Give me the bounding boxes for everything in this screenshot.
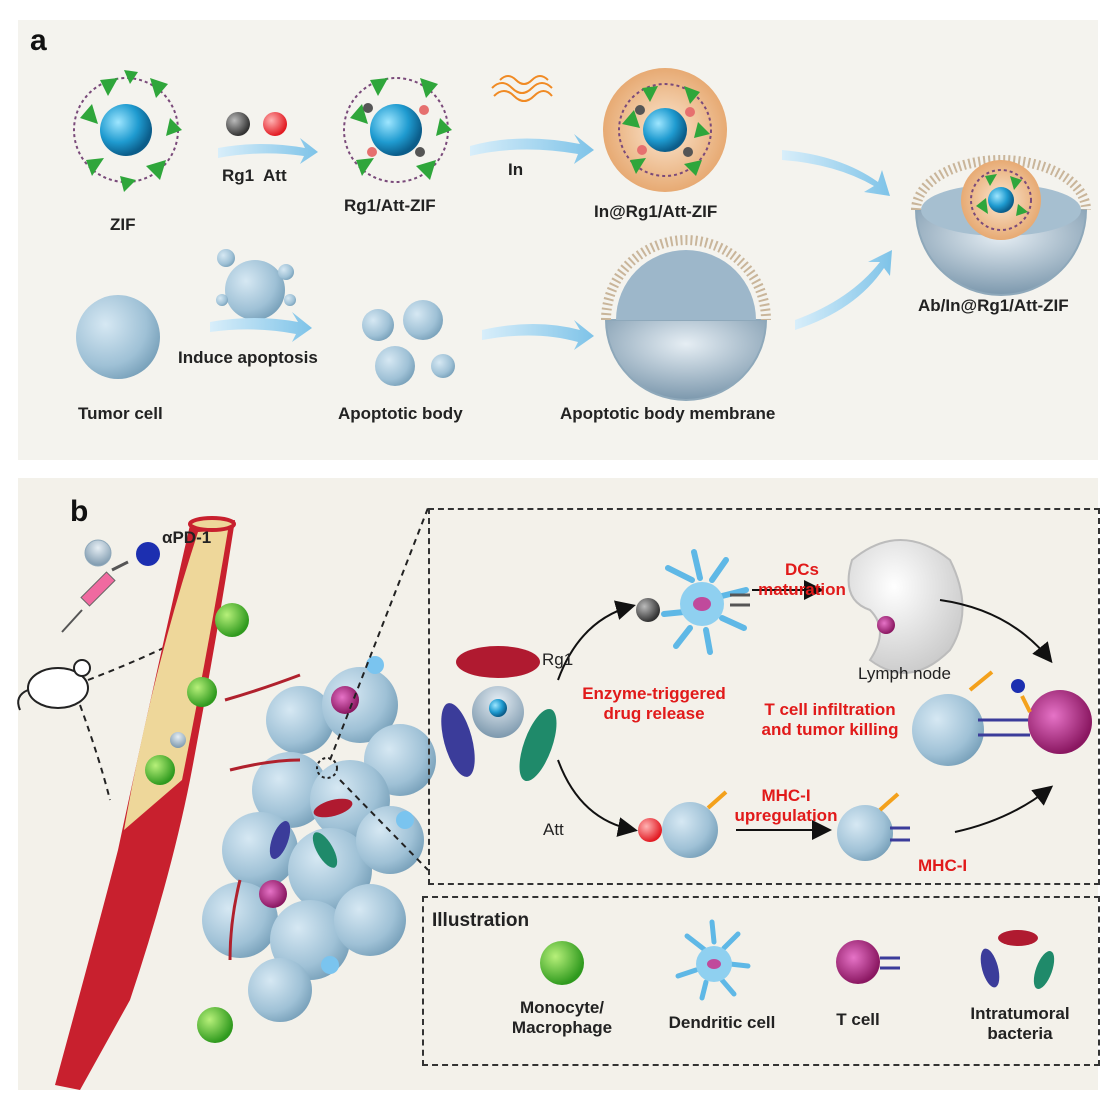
apoptosis-blebbing-icon (216, 249, 296, 320)
tumor-cell-label: Tumor cell (78, 404, 163, 423)
monocyte-line1: Monocyte/ (519, 998, 605, 1017)
legend-tcell-icon (836, 940, 880, 984)
legend-dendritic-icon (675, 919, 751, 1001)
att-sphere-icon (263, 112, 287, 136)
in-polymer-icon (491, 75, 553, 102)
bacteria-particle-cluster-icon (441, 646, 557, 782)
monocyte-line2: Macrophage (511, 1018, 613, 1037)
att-pathway-label: Att (543, 820, 564, 839)
arrow-4-icon (795, 250, 892, 330)
legend-bacteria-label: Intratumoral bacteria (960, 1004, 1080, 1044)
illustration-box (422, 896, 1100, 1066)
apoptotic-body-label: Apoptotic body (338, 404, 463, 423)
syringe-icon (61, 560, 129, 633)
arrow-2-icon (470, 134, 594, 164)
panel-a (18, 20, 1098, 460)
tumor-cell-icon (76, 295, 160, 379)
induce-apoptosis-label: Induce apoptosis (178, 348, 318, 367)
arrow-1-icon (218, 138, 318, 164)
enzyme-release-label: Enzyme-triggered drug release (564, 684, 744, 724)
in-rg1-att-zif-icon (603, 68, 727, 192)
tumor-cell-killing-icon (912, 694, 984, 766)
mouse-icon (17, 659, 91, 711)
bacteria-line2: bacteria (987, 1024, 1053, 1043)
tumor-mass-icon (197, 656, 436, 1043)
t-cell-killing-icon (1028, 690, 1092, 754)
mhc-line1: MHC-I (761, 786, 811, 805)
rg1-sphere-icon (226, 112, 250, 136)
rg1-pathway-label: Rg1 (542, 650, 574, 669)
zif-label: ZIF (110, 215, 136, 234)
monocytes-in-vessel-icon (145, 603, 249, 785)
lymph-node-icon (847, 539, 964, 674)
apoptotic-body-membrane-icon (601, 235, 771, 401)
mechanism-box (428, 508, 1100, 885)
enzyme-line2: drug release (603, 704, 705, 723)
att-sphere-icon-b (638, 818, 662, 842)
legend-bacteria-icon (980, 930, 1055, 989)
mhc-line2: upregulation (734, 806, 838, 825)
blood-vessel-icon (55, 516, 236, 1090)
final-particle-label: Ab/In@Rg1/Att-ZIF (918, 296, 1069, 315)
tcell-line2: and tumor killing (761, 720, 899, 739)
legend-tcell-label: T cell (836, 1010, 880, 1029)
apoptotic-bodies-icon (362, 300, 455, 386)
panel-b-label: b (70, 495, 89, 528)
ab-in-rg1-att-zif-icon (911, 155, 1091, 296)
dendritic-cell-icon (661, 549, 749, 655)
rg1-att-zif-label: Rg1/Att-ZIF (344, 196, 436, 215)
apd1-antibody-icon (136, 542, 160, 566)
zif-framework-icon (73, 70, 182, 192)
dcs-maturation-label: DCs maturation (752, 560, 852, 600)
dcs-line2: maturation (758, 580, 846, 599)
legend-dendritic-label: Dendritic cell (668, 1013, 776, 1032)
rg1-sphere-icon-b (636, 598, 660, 622)
dcs-line1: DCs (784, 560, 819, 579)
arrow-6-icon (482, 320, 594, 350)
mhc-label: MHC-I (918, 856, 968, 875)
arrow-3-icon (782, 150, 890, 196)
rg1-label: Rg1 (222, 166, 255, 185)
legend-title: Illustration (432, 910, 530, 931)
apoptotic-body-membrane-label: Apoptotic body membrane (560, 404, 776, 423)
lymph-node-label: Lymph node (858, 664, 951, 683)
in-label: In (508, 160, 524, 179)
tcell-line1: T cell infiltration (764, 700, 896, 719)
panel-a-label: a (30, 24, 47, 57)
legend-monocyte-icon (540, 941, 584, 985)
mhc-upregulation-label: MHC-I upregulation (724, 786, 848, 826)
enzyme-line1: Enzyme-triggered (582, 684, 726, 703)
tumor-cell-mhc-2-icon (837, 805, 893, 861)
att-label: Att (263, 166, 287, 185)
rg1-att-zif-icon (343, 77, 452, 183)
tcell-infiltration-label: T cell infiltration and tumor killing (746, 700, 914, 740)
tumor-cell-mhc-1-icon (662, 802, 718, 858)
legend-monocyte-label: Monocyte/ Macrophage (502, 998, 622, 1038)
arrow-5-icon (210, 312, 312, 342)
bacteria-line1: Intratumoral (970, 1004, 1070, 1023)
apd1-label: αPD-1 (162, 528, 212, 547)
in-rg1-att-zif-label: In@Rg1/Att-ZIF (594, 202, 718, 221)
nanoparticle-icon (84, 539, 112, 567)
